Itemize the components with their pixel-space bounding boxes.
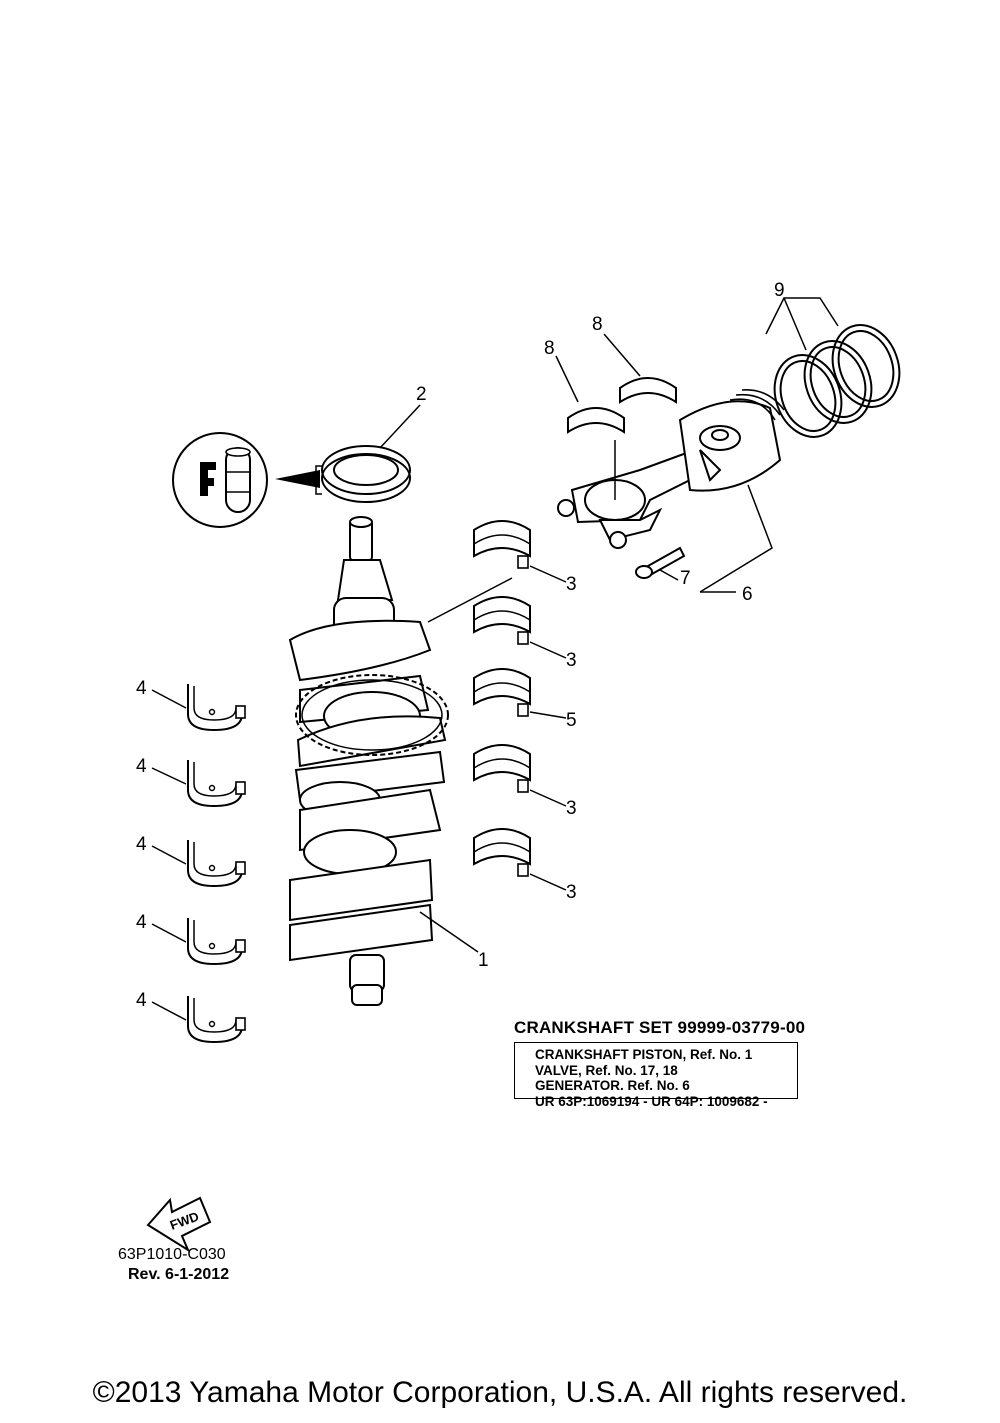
callout-1: 1: [478, 950, 489, 971]
crankshaft-set-title: CRANKSHAFT SET 99999-03779-00: [514, 1018, 806, 1037]
conrod-bolt: [635, 546, 686, 581]
grease-icon: [200, 462, 216, 496]
callout-9: 9: [774, 280, 785, 301]
inset-detail: [172, 432, 322, 528]
callout-4-b: 4: [136, 756, 147, 777]
set-line-3: GENERATOR. Ref. No. 6: [535, 1078, 690, 1093]
piston-conrod: [557, 389, 785, 549]
callout-3-a: 3: [566, 574, 577, 595]
rod-bearings: [151, 683, 246, 1043]
callout-8-b: 8: [544, 338, 555, 359]
crankshaft-set-box: CRANKSHAFT PISTON, Ref. No. 1 VALVE, Ref…: [514, 1042, 798, 1109]
set-line-1: CRANKSHAFT PISTON, Ref. No. 1: [535, 1047, 753, 1062]
callout-3-c: 3: [566, 798, 577, 819]
callout-5: 5: [566, 710, 577, 731]
copyright-notice: ©2013 Yamaha Motor Corporation, U.S.A. A…: [92, 1376, 908, 1409]
set-line-4: UR 63P:1069194 - UR 64P: 1009682 -: [535, 1093, 768, 1109]
callout-7: 7: [680, 568, 691, 589]
callout-8-a: 8: [592, 314, 603, 335]
callout-6: 6: [742, 584, 753, 605]
crank-gear: [295, 674, 449, 756]
piston-rings: [765, 297, 901, 438]
callout-3-d: 3: [566, 882, 577, 903]
conrod-bearings: [555, 333, 677, 433]
callout-2: 2: [416, 384, 427, 405]
callout-4-e: 4: [136, 990, 147, 1011]
diagram-code: 63P1010-C030: [118, 1246, 226, 1263]
revision-date: Rev. 6-1-2012: [128, 1266, 230, 1283]
fwd-arrow-icon: FWD: [146, 1196, 212, 1253]
callout-4-c: 4: [136, 834, 147, 855]
oil-seal: [321, 404, 421, 503]
set-line-2: VALVE, Ref. No. 17, 18: [535, 1062, 678, 1078]
crankshaft: [288, 516, 447, 1006]
callout-4-d: 4: [136, 912, 147, 933]
callout-3-b: 3: [566, 650, 577, 671]
main-bearings-upper: [473, 520, 567, 891]
callout-4-a: 4: [136, 678, 147, 699]
